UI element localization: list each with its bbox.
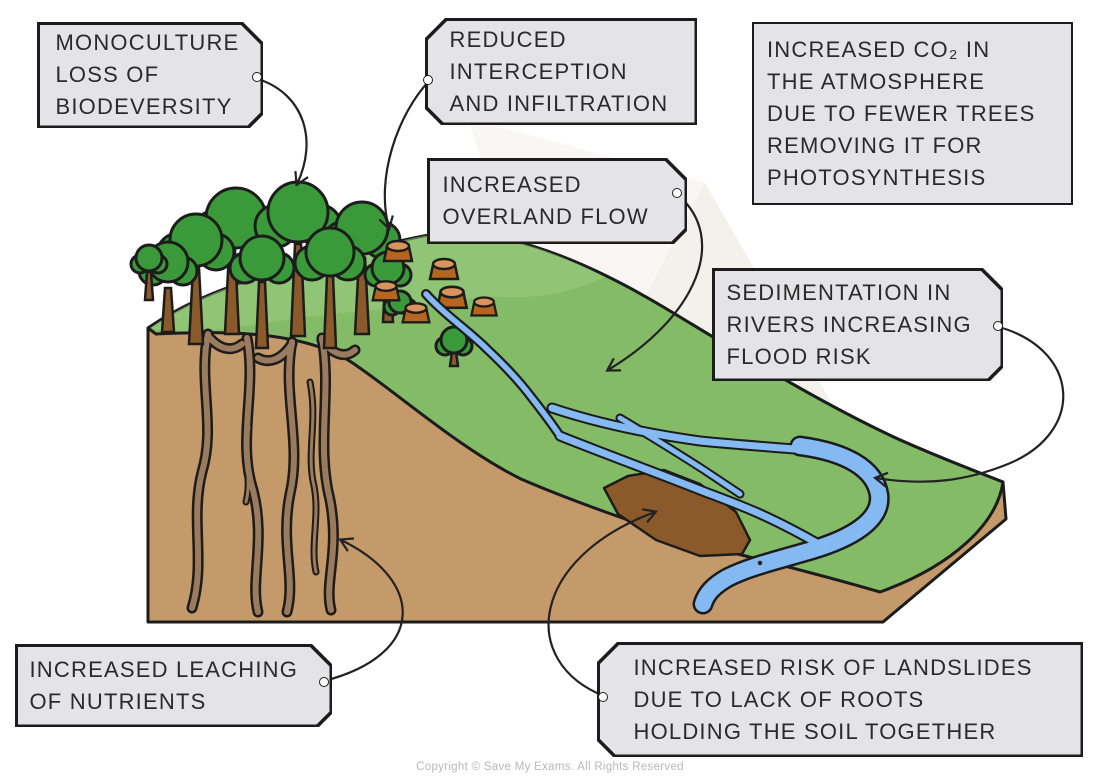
tree-stumps [371, 239, 498, 324]
label-line: HOLDING THE SOIL TOGETHER [633, 718, 997, 744]
label-line: BIODEVERSITY [55, 94, 233, 119]
label-line: SEDIMENTATION IN [726, 279, 952, 305]
arrow-monoculture [257, 77, 309, 187]
tree [434, 325, 474, 368]
label-line: INCREASED LEACHING [29, 656, 299, 682]
arrow-leaching [323, 537, 404, 683]
label-leaching: INCREASED LEACHING OF NUTRIENTS [15, 644, 332, 727]
tree [293, 226, 367, 350]
label-monoculture: MONOCULTURE LOSS OF BIODEVERSITY [37, 22, 263, 128]
connector-dot [423, 75, 433, 85]
label-line: FLOOD RISK [726, 343, 872, 369]
stump [401, 302, 431, 324]
label-line: INCREASED CO₂ IN [767, 36, 991, 62]
label-line: RIVERS INCREASING [726, 311, 972, 337]
stump [470, 296, 498, 317]
label-interception: REDUCED INTERCEPTION AND INFILTRATION [425, 18, 697, 125]
label-line: THE ATMOSPHERE [767, 68, 986, 94]
label-line: REDUCED [449, 26, 567, 52]
stump [428, 257, 460, 281]
speck [757, 560, 763, 566]
arrow-interception [378, 80, 430, 232]
connector-dot [993, 321, 1003, 331]
label-line: LOSS OF [55, 62, 160, 87]
label-sedimentation: SEDIMENTATION IN RIVERS INCREASING FLOOD… [712, 268, 1003, 381]
arrow-landslides [547, 508, 658, 698]
label-line: DUE TO LACK OF ROOTS [633, 686, 925, 712]
connector-dot [319, 677, 329, 687]
stump [382, 239, 414, 263]
callout-arrows [257, 77, 1065, 698]
stump [435, 285, 469, 310]
label-line: AND INFILTRATION [449, 90, 669, 116]
label-co2: INCREASED CO₂ IN THE ATMOSPHERE DUE TO F… [752, 22, 1073, 205]
tree [228, 234, 296, 350]
stump [371, 280, 401, 302]
label-line: INCREASED [442, 172, 582, 197]
label-line: INCREASED RISK OF LANDSLIDES [633, 654, 1033, 680]
copyright-text: Copyright © Save My Exams. All Rights Re… [416, 761, 684, 773]
label-line: MONOCULTURE [55, 30, 240, 55]
arrow-sedimentation [872, 325, 1065, 488]
river [421, 289, 890, 615]
label-line: REMOVING IT FOR [767, 132, 983, 158]
connector-dot [252, 72, 262, 82]
arrow-overland [605, 194, 704, 372]
label-landslides: INCREASED RISK OF LANDSLIDES DUE TO LACK… [597, 642, 1083, 757]
label-line: PHOTOSYNTHESIS [767, 164, 987, 190]
label-line: OVERLAND FLOW [442, 204, 649, 229]
tree [129, 243, 169, 302]
connector-dot [598, 692, 608, 702]
label-line: DUE TO FEWER TREES [767, 100, 1036, 126]
label-line: OF NUTRIENTS [29, 688, 207, 714]
connector-dot [672, 188, 682, 198]
label-line: INTERCEPTION [449, 58, 628, 84]
label-overland: INCREASED OVERLAND FLOW [427, 158, 687, 244]
